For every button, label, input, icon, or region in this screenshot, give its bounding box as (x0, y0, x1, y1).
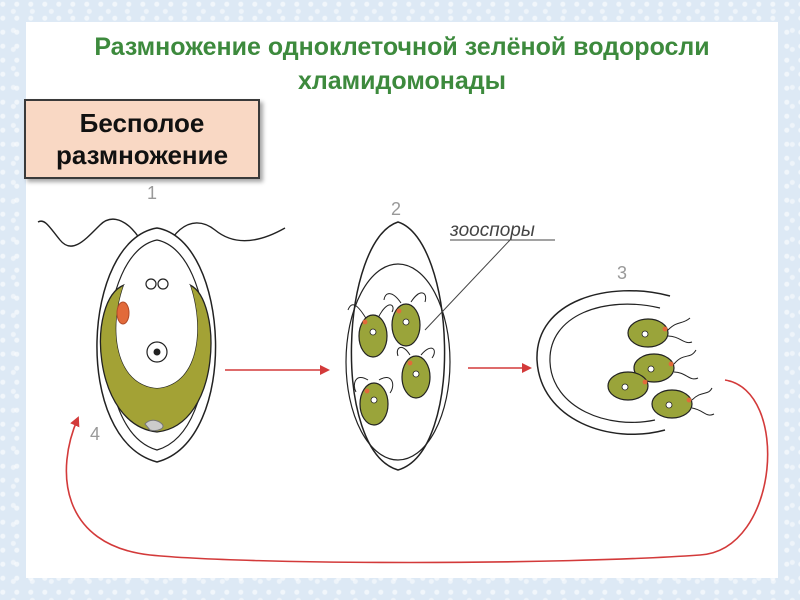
zoospore-3d (651, 387, 715, 419)
zoospore-3c (607, 371, 649, 401)
zoospore-3b (633, 349, 699, 383)
ruptured-wall-outer (536, 290, 671, 435)
stage-number-2: 2 (391, 199, 401, 219)
mother-cell-wall-inner (345, 263, 451, 461)
zoospore-2a (347, 304, 394, 358)
stage-2-cell (345, 221, 451, 471)
zoospore-3a (627, 317, 693, 348)
title-line-2: хламидомонады (297, 67, 507, 95)
zoospore-2c (353, 377, 394, 426)
pyrenoid (144, 419, 164, 431)
contractile-vacuole-right (157, 278, 169, 290)
eyespot (116, 301, 130, 325)
arrow-cycle-return (65, 379, 769, 564)
ruptured-wall-inner (549, 303, 661, 423)
zoospore-label: зооспоры (449, 220, 535, 241)
contractile-vacuole-left (145, 278, 157, 290)
stage-number-3: 3 (617, 263, 627, 283)
nucleolus (153, 348, 161, 356)
zoospore-2d (396, 346, 435, 399)
zoospore-pointer (424, 239, 511, 331)
stage-1-cell (37, 218, 286, 463)
stage-number-4: 4 (90, 424, 100, 444)
title-line-1: Размножение одноклеточной зелёной водоро… (94, 33, 710, 61)
asexual-reproduction-label: Бесполое размножение (24, 99, 260, 179)
cytoplasm (116, 273, 198, 388)
stage-number-1: 1 (147, 183, 157, 203)
zoospore-2b (383, 292, 427, 347)
slide-title: Размножение одноклеточной зелёной водоро… (26, 30, 778, 98)
stage-3-release (536, 290, 715, 435)
